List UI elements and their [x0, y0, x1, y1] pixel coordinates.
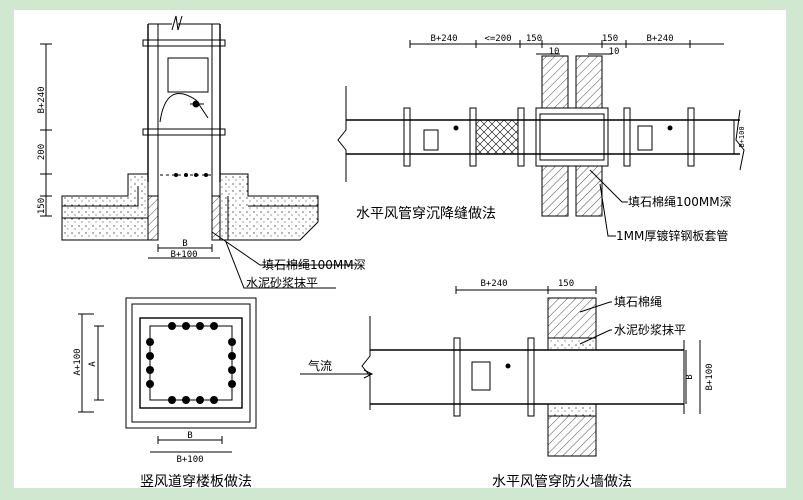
vertical-duct-plan-title: 竖风道穿楼板做法 — [140, 474, 252, 490]
dim-10-right: 10 — [609, 47, 620, 57]
dim-b-plan: B — [187, 431, 192, 441]
dim-b-plus-100-side: B+100 — [738, 126, 746, 147]
firewall-detail — [300, 286, 701, 457]
vertical-duct-floor-detail — [40, 15, 360, 289]
dim-150-right: 150 — [602, 34, 618, 44]
dim-le-200: <=200 — [484, 34, 511, 44]
vertical-duct-plan-bolts — [146, 322, 236, 404]
dim-150: 150 — [37, 198, 47, 214]
vertical-duct-hangers — [174, 173, 208, 177]
dim-b-plus-100: B+100 — [170, 250, 197, 260]
note-cement-mortar: 水泥砂浆抹平 — [246, 275, 318, 290]
dim-a-plus-100: A+100 — [73, 348, 83, 375]
note-asbestos-rope-2: 填石棉绳100MM深 — [628, 195, 732, 209]
dim-b-plus-240-right: B+240 — [646, 34, 673, 44]
note-galvanized-sleeve: 1MM厚镀锌钢板套管 — [616, 228, 728, 243]
dim-b-plus-240: B+240 — [37, 86, 47, 113]
dim-200: 200 — [37, 144, 47, 160]
note-asbestos-rope-fw: 填石棉绳 — [614, 295, 662, 309]
dim-b-plus-240-left: B+240 — [430, 34, 457, 44]
airflow-label: 气流 — [308, 358, 332, 373]
dim-150-left: 150 — [526, 34, 542, 44]
dim-b: B — [182, 239, 187, 249]
vertical-duct-plan — [78, 297, 257, 453]
dim-150-fw: 150 — [558, 279, 574, 289]
dim-b-plus-100-fw: B+100 — [705, 363, 715, 390]
note-asbestos-rope: 填石棉绳100MM深 — [262, 258, 366, 272]
settlement-joint-detail — [337, 40, 745, 237]
dim-b-plus-100-plan: B+100 — [176, 455, 203, 465]
settlement-joint-title: 水平风管穿沉降缝做法 — [356, 206, 496, 222]
dim-a: A — [88, 361, 98, 367]
dim-b-fw: B — [685, 374, 695, 379]
note-cement-mortar-fw: 水泥砂浆抹平 — [614, 322, 686, 337]
firewall-title: 水平风管穿防火墙做法 — [492, 474, 632, 490]
dim-10-left: 10 — [549, 47, 560, 57]
dim-b-plus-240-fw: B+240 — [480, 279, 507, 289]
